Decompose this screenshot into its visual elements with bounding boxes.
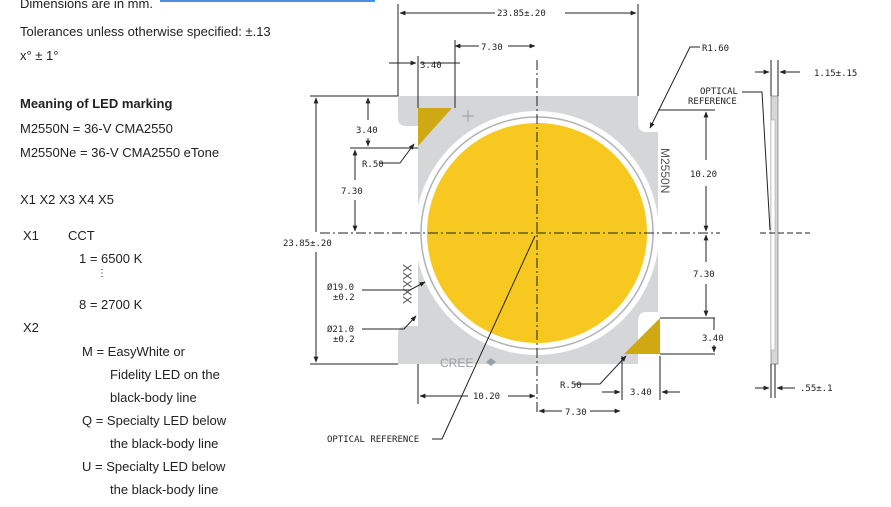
x2-option-m-line2: Fidelity LED on the bbox=[110, 367, 220, 382]
x2-option-m-line3: black-body line bbox=[110, 390, 197, 405]
marking-line-2: M2550Ne = 36-V CMA2550 eTone bbox=[20, 145, 220, 160]
optical-reference-top-line1: OPTICAL bbox=[700, 87, 738, 97]
dim-thickness: 1.15±.15 bbox=[814, 69, 857, 79]
dim-r160: R1.60 bbox=[702, 44, 729, 54]
dim-1020-bottom: 10.20 bbox=[473, 392, 500, 402]
dim-340-bottom: 3.40 bbox=[630, 388, 652, 398]
dim-340-right: 3.40 bbox=[702, 334, 724, 344]
code-marking: XXXXX bbox=[400, 264, 414, 304]
cct-label: CCT bbox=[68, 228, 95, 243]
dim-overall-width: 23.85±.20 bbox=[497, 9, 546, 19]
corner-pad-bottom-right bbox=[624, 318, 660, 354]
dim-dia-21-tol: ±0.2 bbox=[333, 335, 355, 345]
dim-r50-bottom: R.50 bbox=[560, 381, 582, 391]
optical-reference-bottom: OPTICAL REFERENCE bbox=[327, 435, 419, 445]
dim-730-left: 7.30 bbox=[341, 187, 363, 197]
top-accent-rule bbox=[160, 0, 375, 2]
x2-option-m-line1: M = EasyWhite or bbox=[82, 344, 185, 359]
marking-line-1: M2550N = 36-V CMA2550 bbox=[20, 121, 173, 136]
code-fields: X1 X2 X3 X4 X5 bbox=[20, 192, 114, 207]
part-marking: M2550N bbox=[658, 148, 672, 193]
optical-reference-top-line2: REFERENCE bbox=[688, 97, 737, 107]
dim-overall-height: 23.85±.20 bbox=[283, 239, 332, 249]
cct-ellipsis: ⋮ bbox=[97, 268, 107, 279]
alignment-cross-icon bbox=[462, 110, 474, 122]
brand-diamond-icon bbox=[486, 358, 496, 366]
x2-label: X2 bbox=[23, 320, 39, 335]
x2-option-u-line1: U = Specialty LED below bbox=[82, 459, 226, 474]
dim-r50-top: R.50 bbox=[362, 160, 384, 170]
dim-730-bottom: 7.30 bbox=[565, 408, 587, 418]
dimensions-note: Dimensions are in mm. bbox=[20, 0, 153, 11]
dim-dia-19-tol: ±0.2 bbox=[333, 293, 355, 303]
cct-option-8: 8 = 2700 K bbox=[79, 297, 143, 312]
dim-dia-19: Ø19.0 bbox=[327, 282, 354, 293]
marking-heading: Meaning of LED marking bbox=[20, 96, 173, 111]
dim-1020-right: 10.20 bbox=[690, 170, 717, 180]
cct-option-1: 1 = 6500 K bbox=[79, 251, 143, 266]
corner-pad-top-left bbox=[418, 108, 452, 146]
dim-dia-21: Ø21.0 bbox=[327, 324, 354, 335]
x2-option-u-line2: the black-body line bbox=[110, 482, 219, 497]
dim-340-left: 3.40 bbox=[356, 126, 378, 136]
x2-option-q-line1: Q = Specialty LED below bbox=[82, 413, 227, 428]
angle-tolerance: x° ± 1° bbox=[20, 48, 59, 63]
brand-logo: CREE bbox=[440, 356, 473, 370]
x1-label: X1 bbox=[23, 228, 39, 243]
side-view-lens bbox=[770, 119, 776, 351]
tolerances-note: Tolerances unless otherwise specified: ±… bbox=[20, 24, 271, 39]
x2-option-q-line2: the black-body line bbox=[110, 436, 219, 451]
dim-340-top: 3.40 bbox=[420, 61, 442, 71]
dim-thin: .55±.1 bbox=[800, 384, 833, 394]
dim-730-right: 7.30 bbox=[693, 270, 715, 280]
dim-730-top: 7.30 bbox=[481, 43, 503, 53]
